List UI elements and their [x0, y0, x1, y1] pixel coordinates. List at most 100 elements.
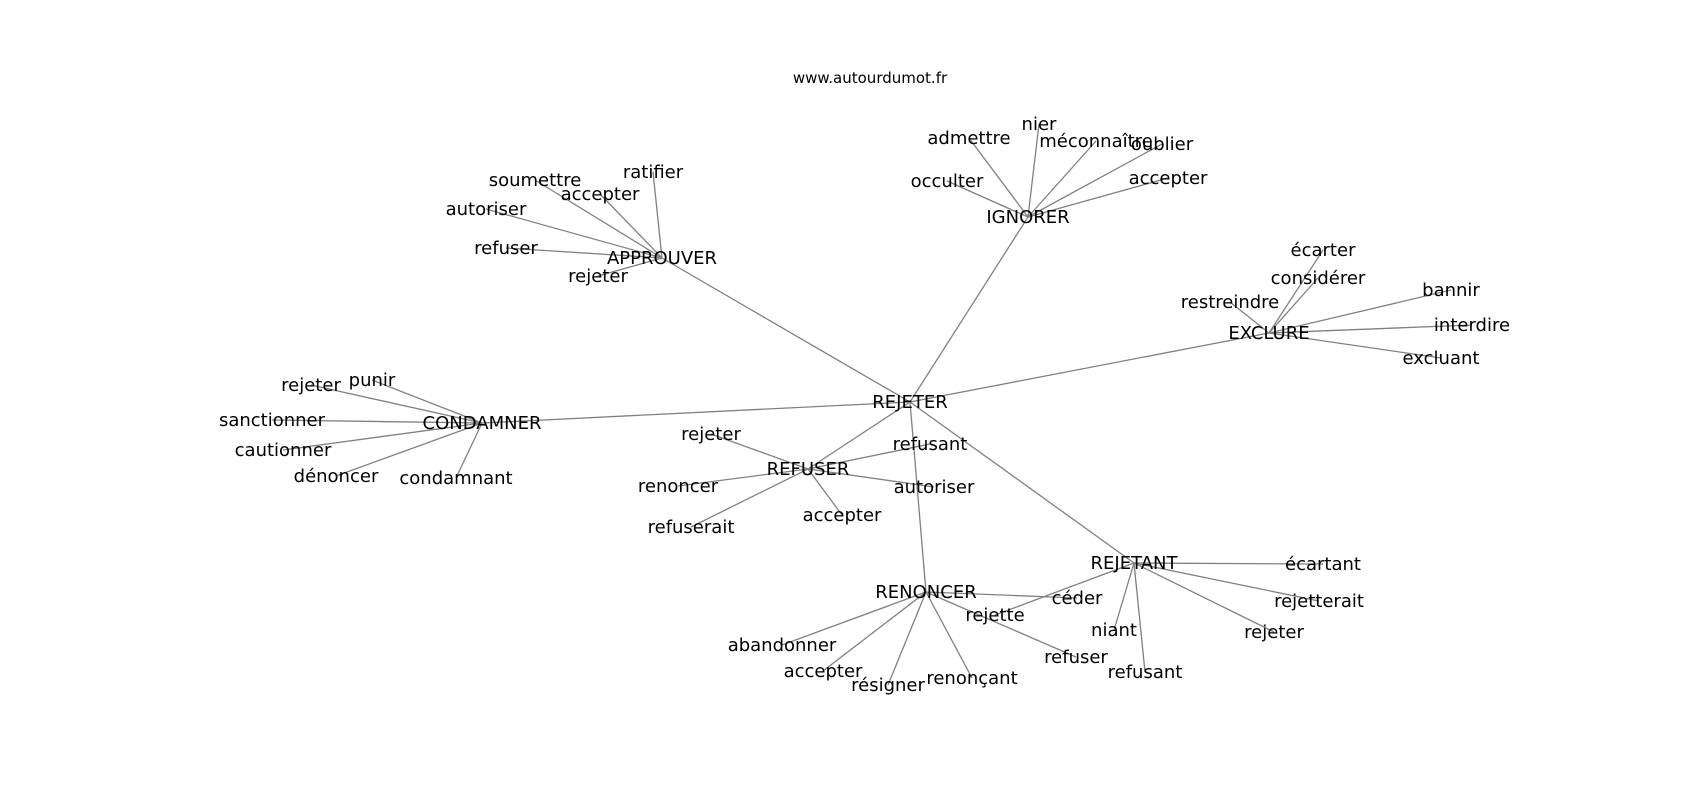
node-label-rejeter: REJETER [872, 392, 947, 413]
edge-refuser-rf_refusant [807, 443, 931, 470]
node-label-co-rejeter: rejeter [281, 375, 341, 396]
edge-exclure-ex_bannir [1268, 289, 1452, 334]
edge-exclure-ex_interdire [1268, 324, 1473, 334]
edge-rejetant-rt_refusant [1133, 562, 1146, 673]
node-label-ap-autoriser: autoriser [446, 199, 527, 220]
edge-refuser-rf_accepter [807, 468, 843, 516]
graph-edges [271, 123, 1473, 686]
edge-approuver-ap_soumettre [534, 179, 663, 259]
edge-condamner-co_cautionner [282, 422, 483, 451]
edge-condamner-co_denoncer [335, 422, 483, 477]
edge-renoncer-rn_accepter [822, 591, 927, 672]
node-label-condamner: CONDAMNER [423, 413, 542, 434]
node-label-ex-bannir: bannir [1422, 280, 1480, 301]
edge-renoncer-rn_renoncant [925, 591, 973, 679]
edge-rejeter-ignorer [909, 216, 1029, 403]
node-label-rn-abandonner: abandonner [728, 635, 837, 656]
node-label-approuver: APPROUVER [607, 248, 717, 269]
edge-exclure-ex_excluant [1268, 332, 1442, 359]
edge-refuser-rf_rejeter [710, 433, 809, 470]
node-label-co-punir: punir [349, 370, 396, 391]
node-label-ap-soumettre: soumettre [489, 170, 582, 191]
edge-rejeter-approuver [661, 257, 911, 403]
edge-ignorer-ig_meconnaitre [1027, 140, 1097, 218]
edge-condamner-co_condamnant [455, 422, 483, 479]
node-label-co-cautionner: cautionner [235, 440, 332, 461]
edge-renoncer-rn_ceder [925, 591, 1078, 599]
node-label-ig-nier: nier [1022, 114, 1057, 135]
node-label-co-sanctionner: sanctionner [219, 410, 326, 431]
node-label-ap-ratifier: ratifier [623, 162, 684, 183]
node-label-ig-admettre: admettre [927, 128, 1010, 149]
node-label-rn-resigner: résigner [851, 675, 925, 696]
edge-renoncer-rt_refuser [925, 591, 1077, 658]
edge-ignorer-ig_admettre [968, 137, 1029, 218]
edge-exclure-ex_restreindre [1229, 301, 1270, 334]
node-label-ex-restreindre: restreindre [1181, 292, 1280, 313]
edge-exclure-ex_considerer [1268, 277, 1319, 334]
node-label-ap-accepter: accepter [561, 184, 640, 205]
node-label-rt-refuser: refuser [1044, 647, 1108, 668]
edge-rejeter-exclure [909, 332, 1270, 403]
node-label-rt-rejetterait: rejetterait [1274, 591, 1364, 612]
edge-rejeter-condamner [481, 401, 911, 424]
edge-renoncer-rn_abandonner [781, 591, 927, 646]
node-label-ig-occulter: occulter [911, 171, 984, 192]
edge-approuver-ap_ratifier [652, 171, 663, 259]
node-label-exclure: EXCLURE [1228, 323, 1309, 344]
edge-rejeter-refuser [807, 401, 911, 470]
edge-ignorer-ig_oublier [1027, 143, 1163, 218]
edge-approuver-ap_rejeter [597, 257, 663, 277]
node-label-renoncer: RENONCER [875, 582, 976, 603]
node-label-ex-interdire: interdire [1434, 315, 1510, 336]
edge-rejeter-rejetant [909, 401, 1135, 564]
edge-condamner-co_punir [371, 379, 483, 424]
node-label-rejetant: REJETANT [1091, 553, 1179, 574]
node-label-co-condamnant: condamnant [399, 468, 512, 489]
edge-refuser-rf_autoriser [807, 468, 935, 488]
node-label-rf-rejeter: rejeter [681, 424, 741, 445]
node-label-ex-considerer: considérer [1271, 268, 1366, 289]
edge-exclure-ex_ecarter [1268, 249, 1324, 334]
source-label: www.autourdumot.fr [793, 69, 948, 87]
node-label-rt-ecartant: écartant [1285, 554, 1361, 575]
node-label-rn-accepter: accepter [784, 661, 863, 682]
node-label-ig-accepter: accepter [1129, 168, 1208, 189]
node-label-refuser: REFUSER [767, 459, 850, 480]
graph-labels: REJETER APPROUVER IGNORER EXCLURE CONDAMNER R… [219, 114, 1510, 696]
edge-rejetant-rt_rejetterait [1133, 562, 1320, 602]
node-label-ex-ecarter: écarter [1291, 240, 1357, 261]
node-label-rt-niant: niant [1091, 620, 1137, 641]
edge-rejetant-rt_ecartant [1133, 562, 1324, 565]
node-label-rf-autoriser: autoriser [894, 477, 975, 498]
edge-refuser-rf_refuserait [690, 468, 809, 528]
node-label-rt-refusant: refusant [1108, 662, 1183, 683]
edge-refuser-rf_renoncer [677, 468, 809, 487]
node-label-rf-renoncer: renoncer [638, 476, 719, 497]
edge-rejetant-rt_rejette [994, 562, 1135, 616]
edge-ignorer-ig_nier [1027, 123, 1040, 218]
edge-condamner-co_sanctionner [271, 419, 483, 424]
node-label-ig-meconnaitre: méconnaître [1039, 131, 1153, 152]
node-label-rf-refuserait: refuserait [648, 517, 735, 538]
node-label-ap-rejeter: rejeter [568, 266, 628, 287]
node-label-ignorer: IGNORER [986, 207, 1069, 228]
edge-approuver-ap_accepter [599, 193, 663, 259]
node-label-ig-oublier: oublier [1131, 134, 1194, 155]
edge-renoncer-rn_resigner [887, 591, 927, 686]
node-label-rf-accepter: accepter [803, 505, 882, 526]
node-label-rt-rejeter: rejeter [1244, 622, 1304, 643]
node-label-rn-ceder: céder [1052, 588, 1103, 609]
node-label-ap-refuser: refuser [474, 238, 538, 259]
edge-ignorer-ig_occulter [946, 180, 1029, 218]
node-label-rn-renoncant: renonçant [926, 668, 1017, 689]
edge-rejeter-renoncer [909, 401, 927, 593]
node-label-ex-excluant: excluant [1403, 348, 1480, 369]
edge-approuver-ap_autoriser [485, 208, 663, 259]
edge-approuver-ap_refuser [505, 247, 663, 259]
edge-rejetant-rt_rejeter [1133, 562, 1275, 633]
edge-rejetant-rt_niant [1113, 562, 1135, 631]
node-label-rt-rejette: rejette [965, 605, 1024, 626]
edge-ignorer-ig_accepter [1027, 177, 1169, 218]
